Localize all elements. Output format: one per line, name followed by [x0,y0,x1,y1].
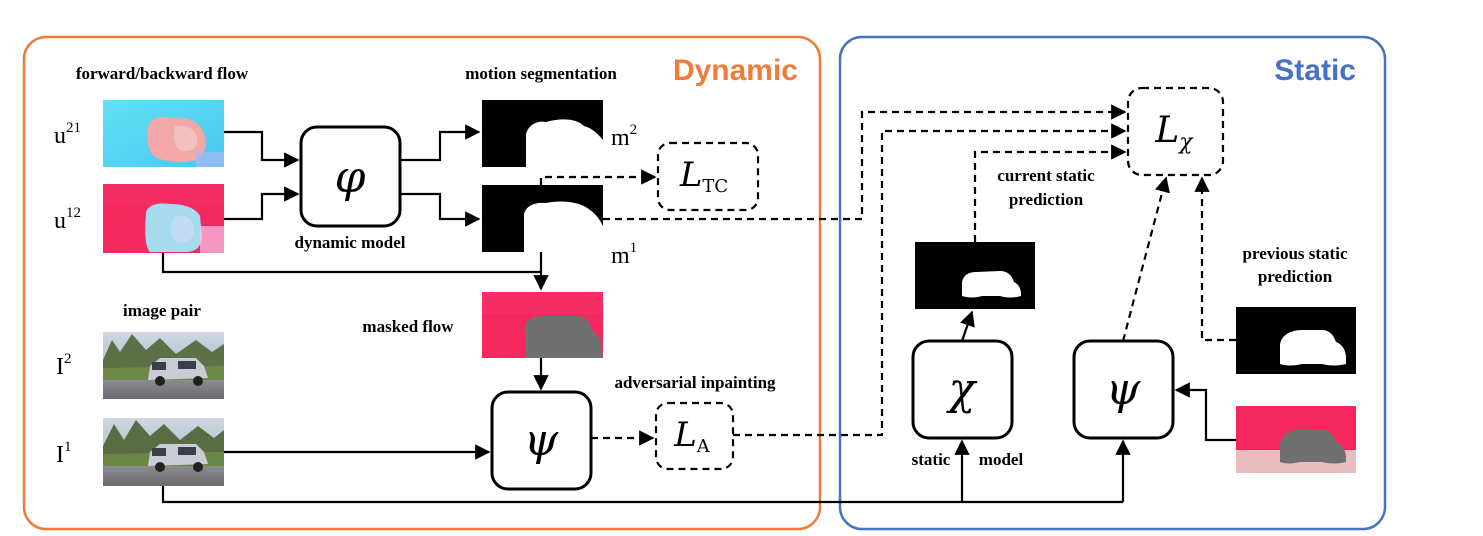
motion-segmentation-label: motion segmentation [465,64,617,83]
static-word-label: static [912,450,951,469]
photo-i1 [103,418,224,486]
phi-symbol: φ [335,152,366,203]
psi-dynamic-module: ψ [490,390,593,491]
masked-flow-image [482,292,603,358]
solid-arrows [161,124,1236,504]
masked-flow-label: masked flow [362,317,454,336]
previous-masked-flow-image [1236,406,1356,473]
m1-label: m1 [611,240,637,269]
static-title: Static [1274,54,1356,87]
loss-tc-label: LTC [679,155,728,197]
u12-label: u12 [54,205,81,234]
dashed-arrows [539,104,1236,446]
flow-image-u12 [103,184,224,253]
i2-label: I2 [56,351,72,380]
current-static-prediction-label-1: current static [997,166,1095,185]
psi-static-module: ψ [1072,339,1175,440]
image-pair-label: image pair [123,301,201,320]
previous-static-prediction-label-2: prediction [1258,267,1333,286]
mask-m2 [482,100,603,167]
dynamic-title: Dynamic [673,54,798,87]
adversarial-inpainting-label: adversarial inpainting [614,373,776,392]
current-static-prediction-image [915,242,1035,309]
loss-chi-label: Lχ [1154,110,1194,155]
psi-static-symbol: ψ [1106,364,1141,415]
static-panel [838,35,1387,531]
flow-image-u21 [103,100,224,167]
model-word-label: model [979,450,1024,469]
svg-text:m1: m1 [611,240,637,269]
photo-i2 [103,332,224,399]
current-static-prediction-label-2: prediction [1009,190,1084,209]
chi-symbol: χ [946,364,978,415]
previous-static-prediction-image [1236,307,1356,374]
m2-label: m2 [611,122,637,151]
svg-text:I1: I1 [56,439,72,468]
phi-module: φ [299,125,402,228]
dynamic-panel [22,35,822,531]
dynamic-model-label: dynamic model [295,233,406,252]
svg-text:I2: I2 [56,351,72,380]
i1-label: I1 [56,439,72,468]
svg-text:m2: m2 [611,122,637,151]
u21-label: u21 [54,120,81,149]
mask-m1 [482,185,603,252]
loss-tc-box: LTC [656,141,760,212]
loss-a-box: LA [654,401,735,471]
previous-static-prediction-label-1: previous static [1243,244,1348,263]
svg-text:u21: u21 [54,120,81,149]
psi-dynamic-symbol: ψ [524,415,559,466]
loss-chi-box: Lχ [1126,86,1225,177]
loss-a-label: LA [673,415,711,457]
chi-module: χ [911,339,1014,440]
forward-backward-flow-label: forward/backward flow [76,64,249,83]
svg-text:u12: u12 [54,205,81,234]
